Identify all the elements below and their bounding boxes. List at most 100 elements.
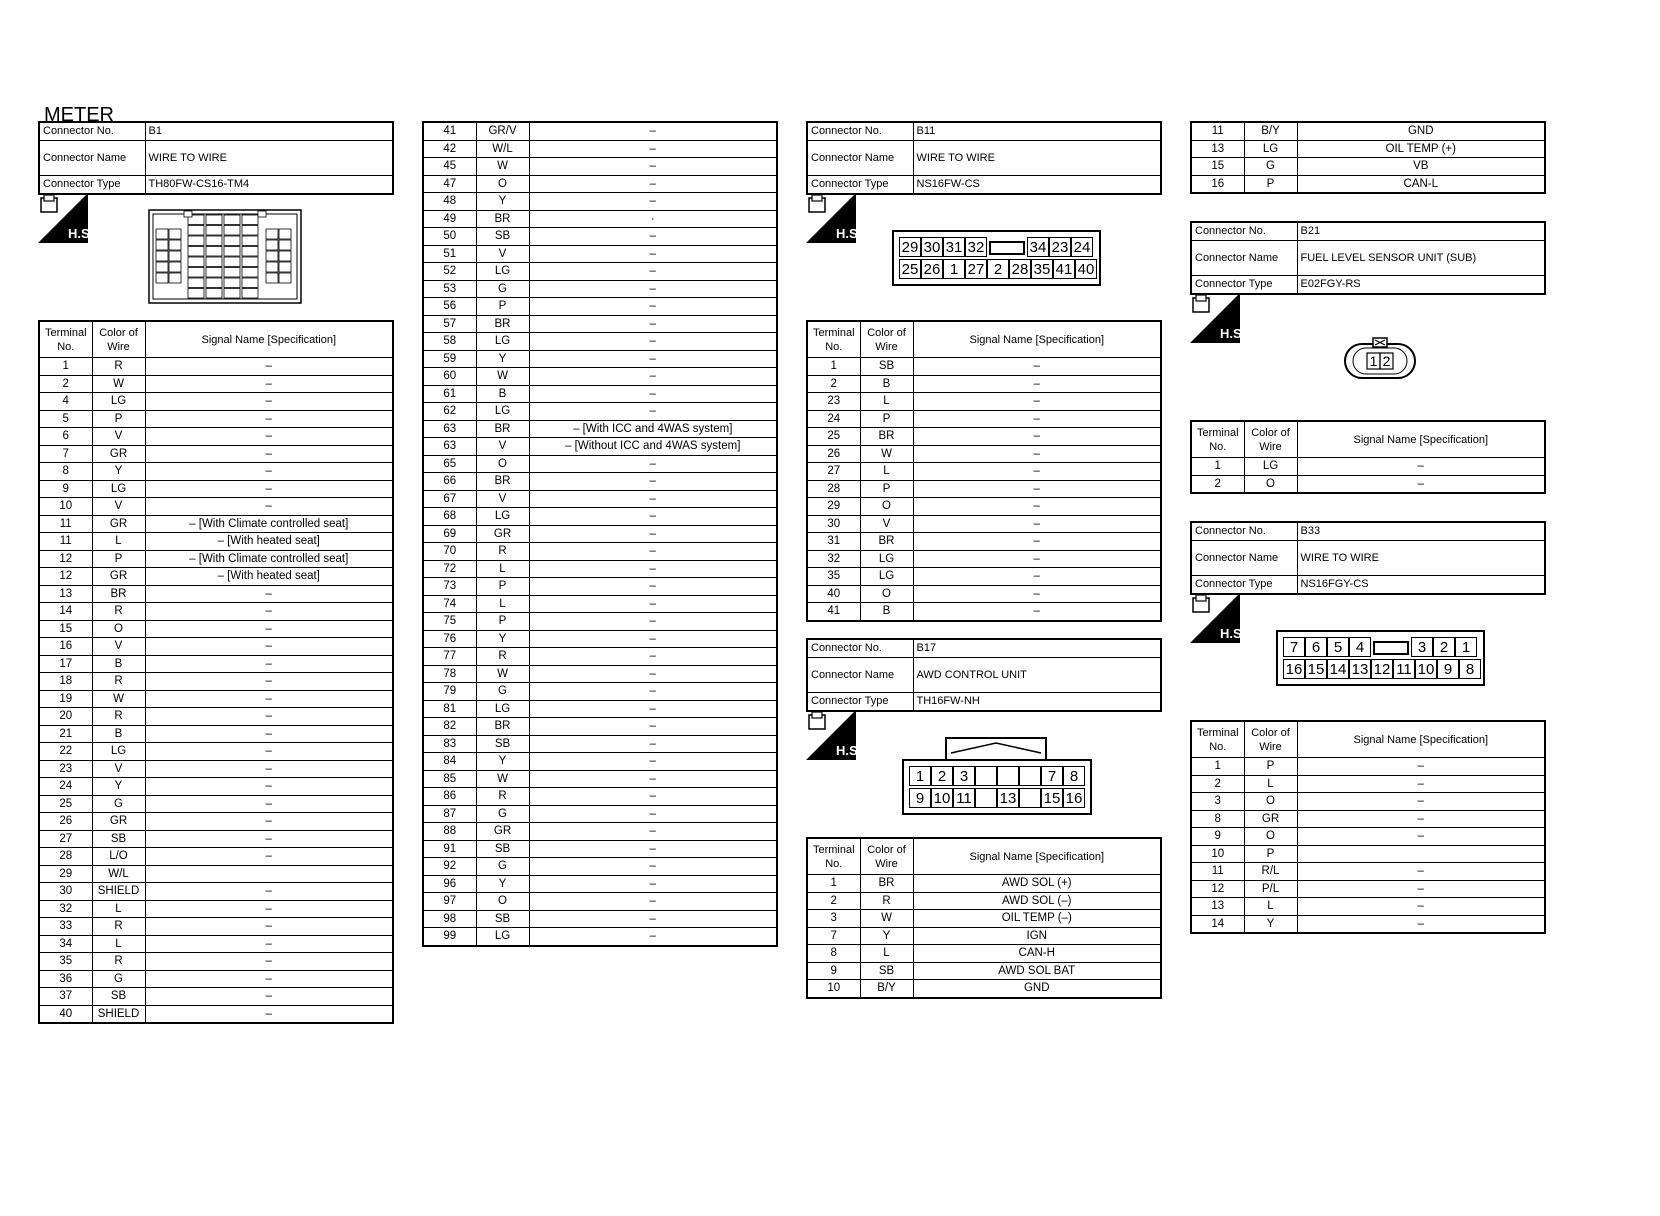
connector-pin: 34 xyxy=(1027,237,1049,257)
terminal-no: 13 xyxy=(1190,139,1245,158)
signal-name: – xyxy=(144,374,394,393)
connector-cavity xyxy=(223,235,241,246)
signal-name: – xyxy=(144,462,394,481)
connector-pin: 24 xyxy=(1071,237,1093,257)
connector-key xyxy=(989,241,1025,255)
wire-color: BR xyxy=(91,584,146,603)
signal-name: – xyxy=(528,594,778,613)
signal-name: AWD SOL BAT xyxy=(912,961,1162,980)
signal-name: – xyxy=(1296,792,1546,811)
wire-color: P xyxy=(1243,174,1298,194)
wire-color: L xyxy=(859,392,914,411)
signal-name: – xyxy=(528,892,778,911)
signal-name: – xyxy=(144,392,394,411)
connector-pin: 23 xyxy=(1049,237,1071,257)
label-connector-no: Connector No. xyxy=(38,121,146,141)
signal-name: – xyxy=(528,577,778,596)
terminal-no: 40 xyxy=(38,1004,93,1024)
connector-pin: 6 xyxy=(1305,637,1327,657)
wire-color: R xyxy=(91,917,146,936)
signal-name: CAN-L xyxy=(1296,174,1546,194)
wire-color: BR xyxy=(475,419,530,438)
signal-name: – xyxy=(528,804,778,823)
signal-name: – xyxy=(528,629,778,648)
signal-name: – xyxy=(912,532,1162,551)
wire-color: R xyxy=(91,707,146,726)
terminal-no: 73 xyxy=(422,577,477,596)
connector-cavity xyxy=(205,256,223,267)
connector-cavity xyxy=(205,225,223,236)
wire-color: GR/V xyxy=(475,121,530,141)
signal-name: – xyxy=(144,759,394,778)
connector-cavity xyxy=(168,239,182,251)
wire-color: L xyxy=(91,934,146,953)
wire-color: LG xyxy=(91,479,146,498)
hs-label: H.S. xyxy=(836,226,856,241)
signal-name: – xyxy=(144,794,394,813)
signal-name: – xyxy=(144,707,394,726)
signal-name: – xyxy=(528,314,778,333)
signal-name: – xyxy=(528,402,778,421)
connector-pin: 31 xyxy=(943,237,965,257)
terminal-no: 60 xyxy=(422,367,477,386)
signal-name: – xyxy=(144,987,394,1006)
signal-name: – xyxy=(912,549,1162,568)
connector-b1-name: WIRE TO WIRE xyxy=(144,140,394,176)
signal-name: – xyxy=(528,262,778,281)
signal-name: – xyxy=(144,357,394,376)
terminal-no: 9 xyxy=(806,961,861,980)
terminal-no: 96 xyxy=(422,874,477,893)
terminal-no: 14 xyxy=(1190,914,1245,934)
connector-cavity xyxy=(205,214,223,225)
terminal-no: 62 xyxy=(422,402,477,421)
wire-color: B xyxy=(475,384,530,403)
label-connector-no: Connector No. xyxy=(1190,221,1298,241)
connector-b33-no: B33 xyxy=(1296,521,1546,541)
signal-name: VB xyxy=(1296,157,1546,176)
terminal-no: 18 xyxy=(38,672,93,691)
signal-name: – xyxy=(144,742,394,761)
signal-name: – xyxy=(528,822,778,841)
terminal-no: 37 xyxy=(38,987,93,1006)
connector-b1-face xyxy=(148,209,302,304)
terminal-no: 17 xyxy=(38,654,93,673)
connector-cavity xyxy=(241,246,259,257)
connector-pin: 26 xyxy=(921,259,943,279)
signal-name: – xyxy=(144,969,394,988)
connector-cavity xyxy=(241,288,259,299)
header-color: Color of Wire xyxy=(91,320,146,358)
hs-label: H.S. xyxy=(836,743,856,758)
terminal-no: 16 xyxy=(38,637,93,656)
connector-cavity xyxy=(278,261,292,273)
terminal-no: 5 xyxy=(38,409,93,428)
terminal-no: 23 xyxy=(38,759,93,778)
signal-name: – xyxy=(144,497,394,516)
connector-b1-no: B1 xyxy=(144,121,394,141)
signal-name: – xyxy=(528,839,778,858)
connector-pin: 15 xyxy=(1041,788,1063,808)
wire-color: P xyxy=(475,577,530,596)
connector-b11: Connector No. B11 Connector Name WIRE TO… xyxy=(806,121,1162,195)
connector-b33: Connector No. B33 Connector Name WIRE TO… xyxy=(1190,521,1546,595)
wire-color: W xyxy=(91,689,146,708)
signal-name: – xyxy=(528,927,778,946)
terminal-no: 10 xyxy=(38,497,93,516)
terminal-no: 2 xyxy=(38,374,93,393)
terminal-no: 12 xyxy=(1190,879,1245,898)
signal-name: – xyxy=(144,602,394,621)
label-connector-type: Connector Type xyxy=(38,175,146,195)
